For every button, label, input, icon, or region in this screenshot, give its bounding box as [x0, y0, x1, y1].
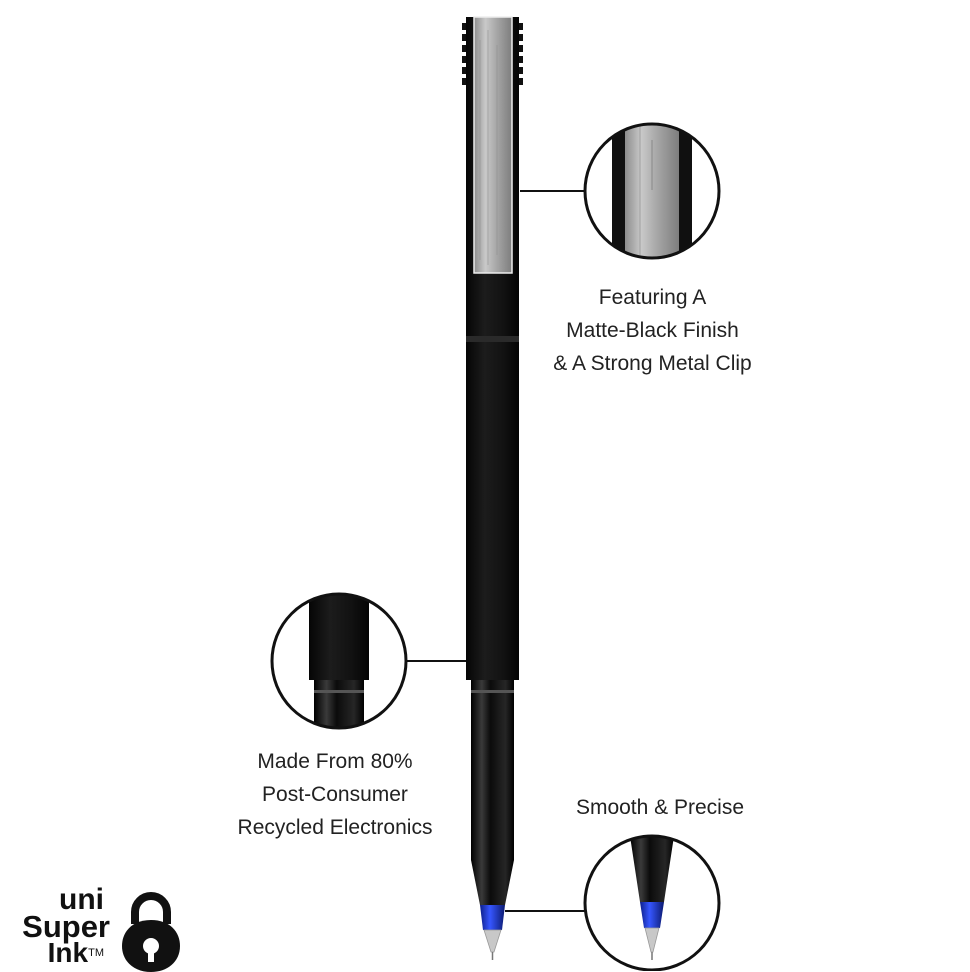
brand-line-1: uni	[59, 883, 104, 916]
caption-line: Made From 80%	[257, 750, 413, 773]
brand-line-3: InkTM	[0, 937, 110, 968]
blue-tip-band	[480, 905, 505, 930]
caption-line: Smooth & Precise	[575, 796, 745, 819]
caption-line: Matte-Black Finish	[566, 319, 739, 342]
clip-closeup-circle	[583, 122, 721, 260]
clip-feature-caption: Featuring A Matte-Black Finish & A Stron…	[520, 281, 785, 380]
barrel-closeup-circle	[270, 592, 408, 730]
pen	[462, 16, 523, 960]
brand-line-2: Super	[22, 909, 110, 944]
padlock-icon	[122, 892, 180, 972]
caption-line: Recycled Electronics	[237, 816, 433, 839]
pen-grip	[471, 680, 514, 860]
recycled-feature-caption: Made From 80% Post-Consumer Recycled Ele…	[205, 745, 465, 844]
caption-line: Featuring A	[598, 286, 707, 309]
pen-barrel	[466, 342, 519, 680]
uni-super-ink-logo: uni Super InkTM	[0, 883, 110, 968]
tip-feature-caption: Smooth & Precise	[540, 791, 780, 824]
tip-closeup-circle	[583, 834, 721, 971]
pen-tip	[483, 929, 502, 953]
caption-line: & A Strong Metal Clip	[553, 352, 752, 375]
brand-ink-word: Ink	[47, 937, 89, 968]
trademark-mark: TM	[88, 947, 104, 959]
caption-line: Post-Consumer	[262, 783, 408, 806]
